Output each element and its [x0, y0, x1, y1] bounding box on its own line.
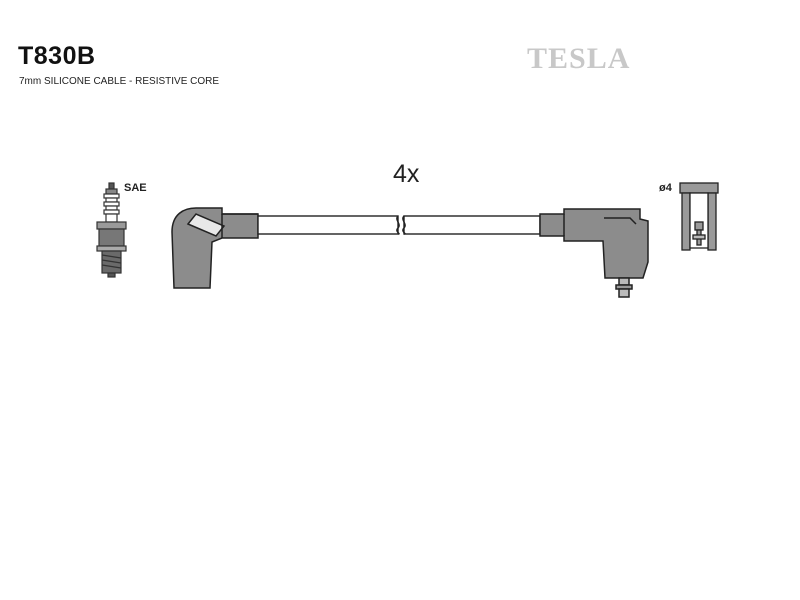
- brand-logo: TESLA: [527, 42, 631, 75]
- distributor-boot: [539, 208, 649, 298]
- terminal-diameter-label: ø4: [659, 182, 672, 194]
- cable: [257, 215, 541, 235]
- spark-plug-boot: [171, 207, 259, 289]
- cable-description: 7mm SILICONE CABLE - RESISTIVE CORE: [19, 76, 220, 87]
- spark-plug-icon: [96, 182, 127, 278]
- part-number: T830B: [18, 42, 96, 70]
- plug-type-label: SAE: [124, 182, 147, 194]
- quantity-label: 4x: [393, 160, 420, 188]
- terminal-connector-icon: [679, 182, 719, 251]
